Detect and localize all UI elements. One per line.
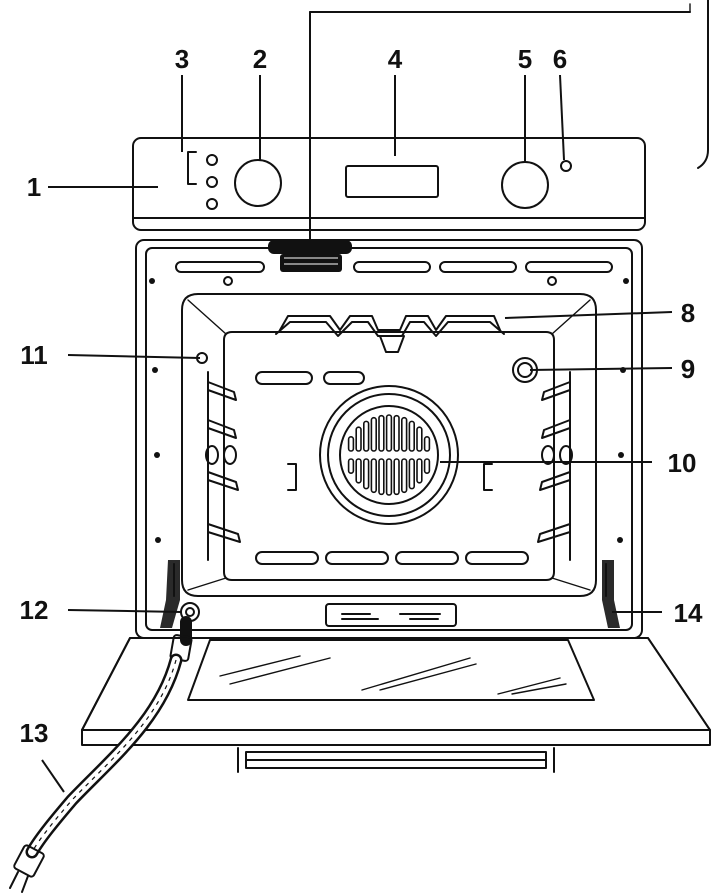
callout-10: 10 [668, 448, 697, 478]
fan-slot [423, 436, 431, 452]
fan-slot [347, 436, 355, 452]
fan-slot [385, 414, 393, 452]
callout-14: 14 [674, 598, 703, 628]
fan-slot [378, 458, 385, 496]
callout-labels: 1 2 3 4 5 6 8 9 10 11 12 13 14 [20, 44, 703, 748]
fan-cover [319, 385, 459, 525]
door-hinge-left [160, 560, 180, 628]
callout-12: 12 [20, 595, 49, 625]
callout-8: 8 [681, 298, 695, 328]
leader-6 [559, 74, 565, 161]
callout-2: 2 [253, 44, 267, 74]
lower-front-strip [325, 603, 457, 627]
control-panel [132, 137, 646, 231]
fan-slot [378, 414, 385, 452]
timer-display [345, 165, 439, 198]
callout-13: 13 [20, 718, 49, 748]
callout-1: 1 [27, 172, 41, 202]
fan-slot [355, 426, 362, 452]
callout-4: 4 [388, 44, 403, 74]
oven-door [81, 637, 711, 773]
fan-slot [385, 458, 393, 496]
fan-slot [416, 426, 423, 452]
fan-slot [408, 458, 415, 490]
leader-9 [529, 367, 673, 371]
grill-heating-element [275, 315, 505, 353]
gas-hose [9, 616, 193, 893]
fan-slot [370, 458, 377, 494]
door-glass [187, 639, 595, 701]
oven-front-frame [135, 239, 643, 639]
fan-slot [416, 458, 423, 484]
side-rack-runners [196, 352, 573, 561]
thermostat-light-icon [560, 160, 572, 172]
leader-12 [67, 609, 183, 613]
callout-9: 9 [681, 354, 695, 384]
door-hinge-right [602, 560, 620, 628]
fan-slot [347, 458, 355, 474]
leader-8 [504, 311, 673, 319]
leader-11 [67, 354, 201, 359]
fan-slot [423, 458, 431, 474]
thermostat-knob [501, 161, 549, 209]
fan-slot [362, 458, 370, 490]
top-bracket-frame [309, 0, 709, 241]
cooling-fan-outlet [268, 240, 352, 272]
fan-slot [362, 420, 370, 452]
callout-3: 3 [175, 44, 189, 74]
fan-slot [400, 416, 408, 452]
callout-6: 6 [553, 44, 567, 74]
oven-cavity [181, 293, 597, 597]
fan-slot [408, 420, 415, 452]
leader-13 [41, 759, 65, 793]
callout-5: 5 [518, 44, 532, 74]
function-selector-knob [234, 159, 282, 207]
fan-slot [393, 414, 400, 452]
callout-11: 11 [20, 340, 48, 370]
fan-slot [355, 458, 362, 484]
fan-slot [393, 458, 400, 496]
leader-lines [41, 74, 673, 793]
door-handle [245, 751, 547, 769]
fan-slot [370, 416, 377, 452]
fan-slot [400, 458, 408, 494]
indicator-light-icon [206, 198, 218, 210]
indicator-light-icon [206, 154, 218, 166]
indicator-light-icon [206, 176, 218, 188]
